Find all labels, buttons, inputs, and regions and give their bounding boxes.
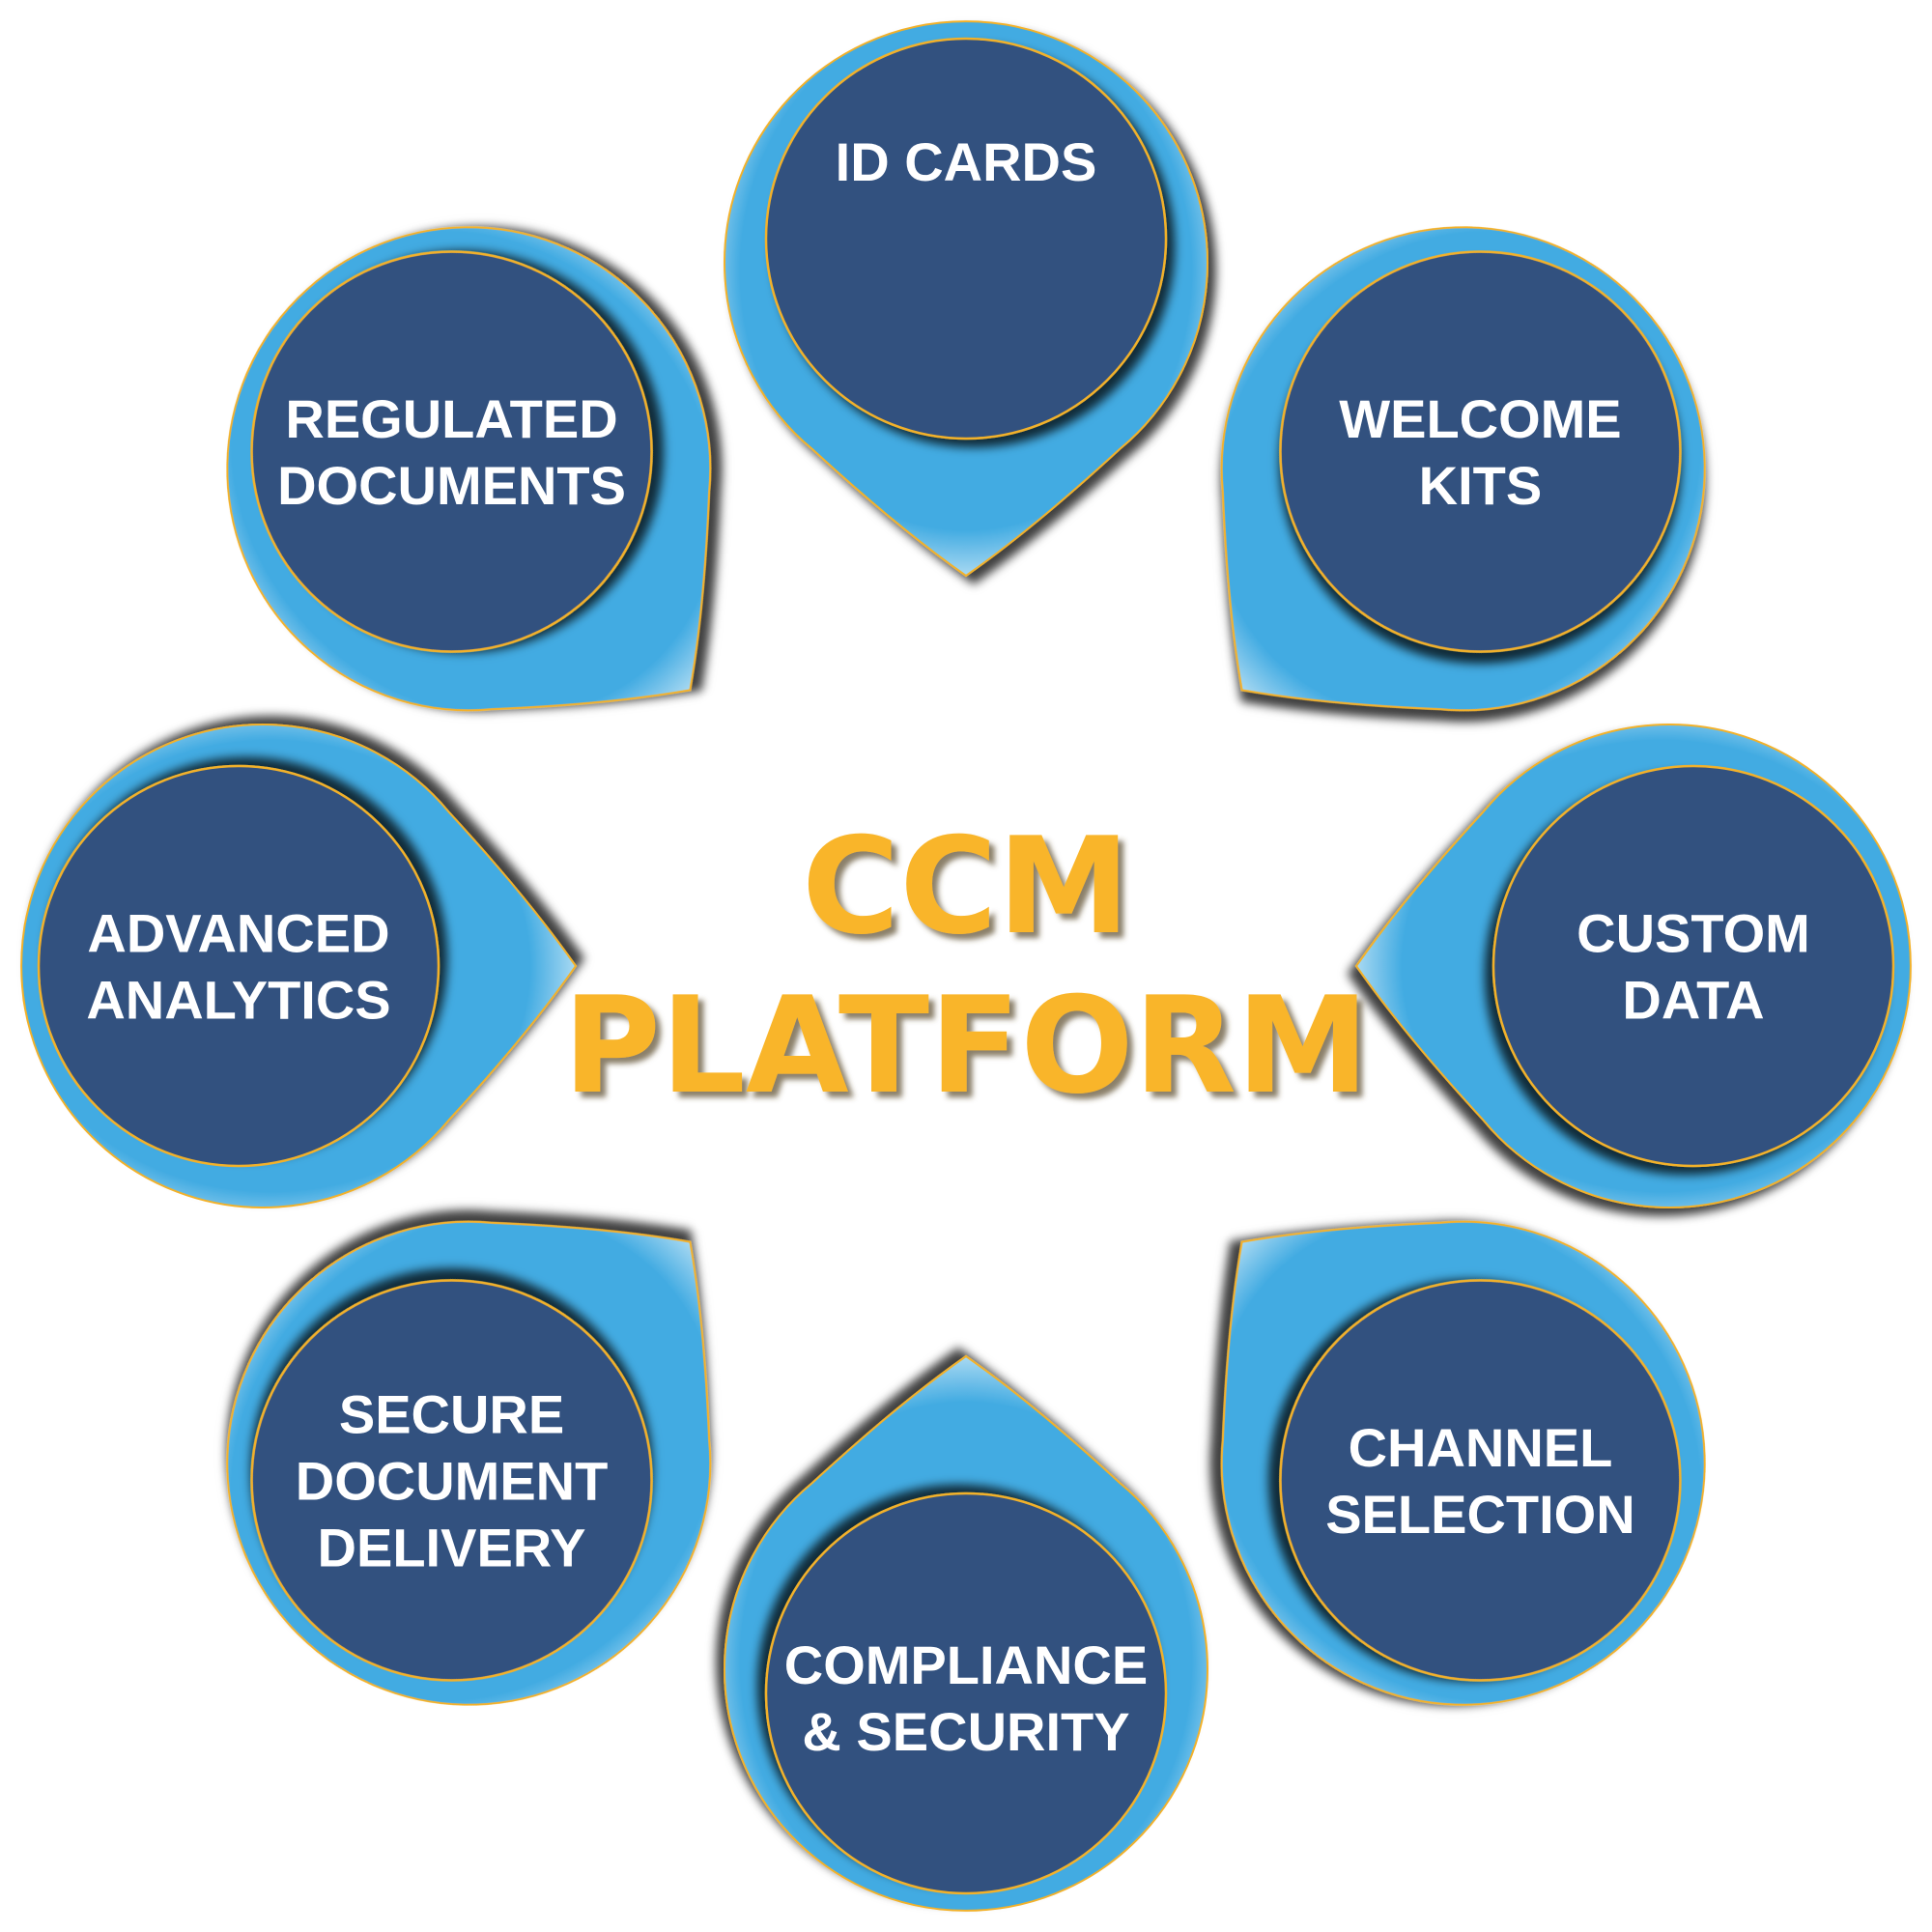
node-label-line: ANALYTICS: [86, 970, 390, 1031]
node-label-line: WELCOME: [1339, 388, 1621, 449]
inner-circle: [764, 1492, 1168, 1895]
node-label-line: DELIVERY: [318, 1517, 586, 1577]
node-label-line: SECURE: [339, 1383, 564, 1444]
node-label-line: DATA: [1622, 970, 1764, 1031]
node-compliance-security: COMPLIANCE& SECURITY: [724, 1354, 1208, 1912]
node-label-line: SELECTION: [1325, 1484, 1634, 1545]
node-label-line: COMPLIANCE: [784, 1634, 1148, 1695]
node-label-line: REGULATED: [285, 388, 617, 449]
node-id-cards: ID CARDS: [724, 20, 1208, 578]
inner-circle: [250, 1279, 653, 1682]
title-line-ccm: CCM: [802, 809, 1130, 964]
node-label-line: KITS: [1419, 455, 1543, 516]
node-label-line: DOCUMENTS: [277, 455, 626, 516]
inner-circle: [1492, 764, 1895, 1168]
inner-circle: [1279, 1279, 1682, 1682]
inner-circle: [764, 37, 1168, 440]
node-label-line: DOCUMENT: [296, 1450, 609, 1511]
node-label-line: ID CARDS: [836, 131, 1097, 192]
inner-circle: [37, 764, 440, 1168]
inner-circle: [1279, 250, 1682, 653]
inner-circle: [250, 250, 653, 653]
center-title: CCM PLATFORM: [563, 809, 1369, 1123]
title-line-platform: PLATFORM: [563, 968, 1369, 1123]
node-label-line: ADVANCED: [87, 903, 389, 964]
node-label-line: & SECURITY: [802, 1701, 1129, 1762]
node-label-line: CHANNEL: [1349, 1417, 1613, 1478]
node-label-line: CUSTOM: [1577, 903, 1810, 964]
